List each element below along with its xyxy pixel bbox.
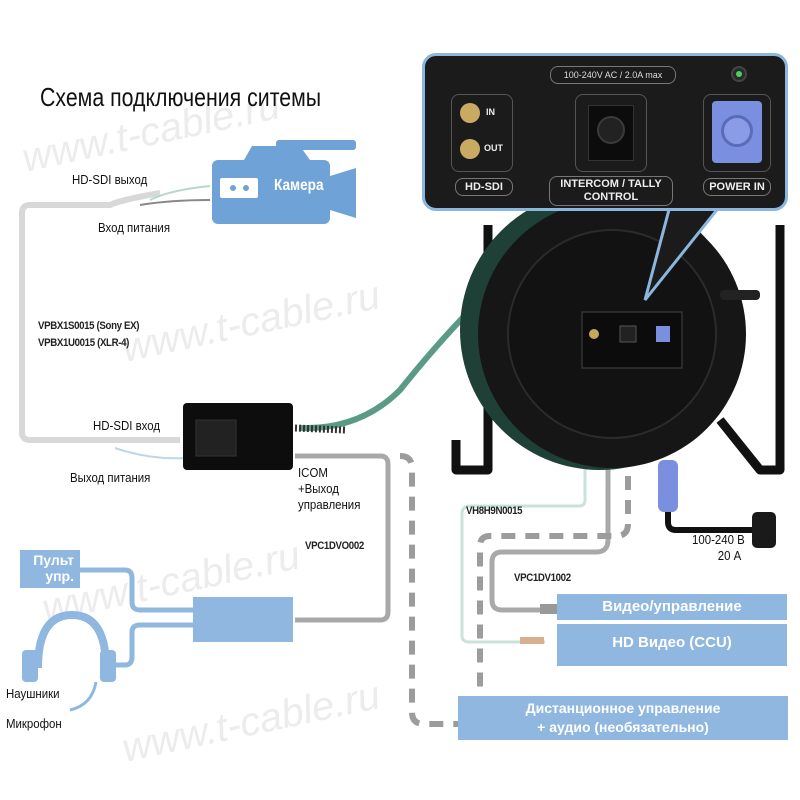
camera-sdi-cable (19, 190, 180, 443)
reel-powercon (656, 326, 670, 342)
control-cable (295, 453, 391, 623)
remote-dashed-cable (399, 453, 460, 727)
remote-audio-line2: + аудио (необязательно) (537, 719, 709, 735)
power-connector-group (703, 94, 771, 172)
camera-icon (212, 140, 356, 224)
powercon-plug (658, 460, 678, 512)
sdi-panel-label: HD-SDI (455, 178, 513, 196)
headset-line (115, 622, 193, 668)
icom-label: ICOM +Выход управления (298, 465, 360, 513)
powercon-socket-icon (712, 101, 762, 163)
control-cable-code: VPC1DV1002 (514, 572, 571, 584)
sdi-connector-group: IN OUT (451, 94, 513, 172)
reel-sdi-cable (460, 380, 587, 644)
reel-control-cable (489, 380, 611, 613)
remote-audio-line1: Дистанционное управление (525, 700, 721, 716)
sdi-out-label: OUT (484, 143, 503, 153)
breakout-power-cable (114, 447, 186, 460)
hd-video-connector (520, 637, 544, 644)
camera-cable-sony: VPBX1S0015 (Sony EX) (38, 320, 140, 332)
intercom-label-line2: CONTROL (583, 191, 639, 203)
bnc-in-icon (460, 103, 480, 123)
icom-label-line3: управления (298, 497, 361, 512)
bnc-out-icon (460, 139, 480, 159)
intercom-panel-label: INTERCOM / TALLY CONTROL (549, 176, 673, 206)
icom-label-line2: +Выход (298, 481, 339, 496)
remote-audio-output: Дистанционное управление + аудио (необяз… (458, 696, 788, 740)
led-dot (736, 71, 742, 77)
icom-label-line1: ICOM (298, 465, 328, 480)
sdi-in-label: IN (486, 107, 495, 117)
power-spec-current: 20 А (717, 548, 742, 563)
power-spec-voltage: 100-240 В (692, 532, 745, 547)
headset-label: Наушники (6, 686, 60, 701)
power-in-panel-label: POWER IN (703, 178, 771, 196)
camera-sdi-out-label: HD-SDI выход (72, 172, 148, 187)
remote-panel-line2: упр. (45, 568, 74, 584)
remote-box (193, 597, 293, 642)
breakout-cable-code: VPC1DVO002 (305, 540, 364, 552)
breakout-sdi-in-label: HD-SDI вход (93, 418, 161, 433)
hd-video-output: HD Видео (CCU) (557, 624, 787, 666)
power-led-icon (731, 66, 747, 82)
sdi-cable-code: VH8H9N0015 (466, 505, 523, 517)
xlr-jack-icon (588, 105, 634, 161)
camera-power-cable (139, 199, 211, 206)
powercon-ring (721, 115, 753, 147)
connector-panel: 100-240V AC / 2.0A max IN OUT HD-SDI INT… (422, 53, 788, 211)
hybrid-fiber-cable-strain (294, 424, 346, 434)
camera-power-in-label: Вход питания (98, 220, 171, 235)
power-cable (665, 510, 760, 533)
video-control-output: Видео/управление (557, 594, 787, 620)
remote-panel-line1: Пульт (33, 552, 74, 568)
reel-bnc (589, 329, 599, 339)
mic-label: Микрофон (6, 716, 62, 731)
xlr-jack-center (597, 116, 625, 144)
remote-control-line (80, 567, 193, 613)
reel-handle (720, 290, 760, 300)
power-spec-label: 100-240 В 20 А (692, 532, 745, 564)
schuko-plug (752, 512, 776, 548)
camera-sdi-cable-thin (149, 185, 211, 201)
power-rating-label: 100-240V AC / 2.0A max (550, 66, 676, 84)
video-control-connector (540, 604, 558, 614)
camera-label: Камера (274, 177, 324, 194)
camera-cable-xlr: VPBX1U0015 (XLR-4) (38, 337, 130, 349)
diagram-title: Схема подключения ситемы (40, 82, 322, 112)
breakout-power-out-label: Выход питания (70, 470, 151, 485)
headset-icon (22, 610, 116, 712)
intercom-label-line1: INTERCOM / TALLY (560, 178, 662, 190)
reel-intercom-jack (619, 325, 637, 343)
remote-panel-box: Пульт упр. (20, 550, 80, 588)
callout-pointer (643, 205, 722, 301)
intercom-connector-group (575, 94, 647, 172)
reel-remote-dashed (477, 380, 631, 700)
breakout-box-window (195, 419, 237, 457)
